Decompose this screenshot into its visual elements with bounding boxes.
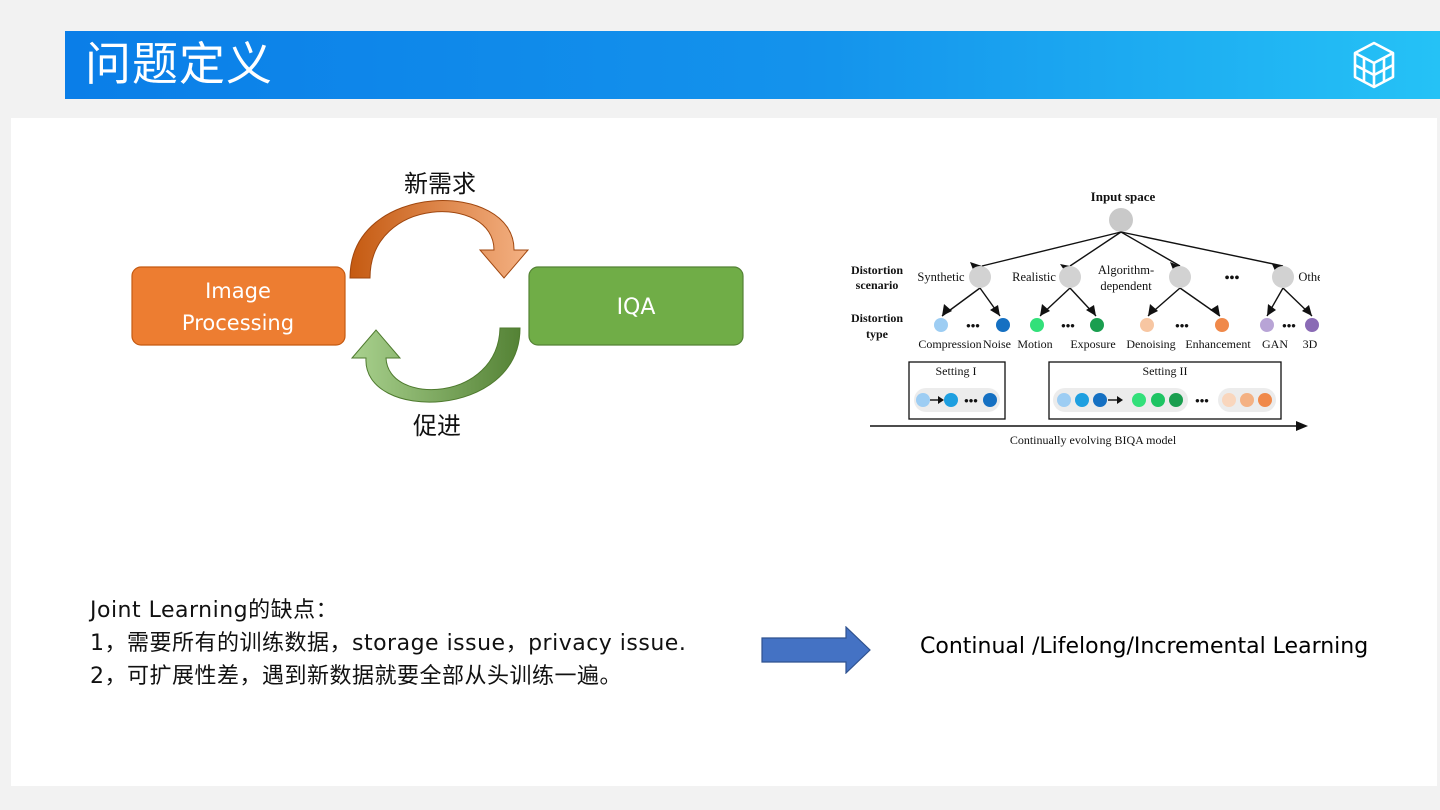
content-panel	[11, 118, 1437, 786]
type-ellipsis-4: •••	[1282, 318, 1296, 333]
row-label-type-2: type	[866, 327, 889, 341]
setting-2-box: Setting II •••	[1048, 361, 1282, 420]
setting-1-box: Setting I •••	[908, 361, 1006, 420]
iqa-box: IQA	[528, 266, 744, 346]
type-ellipsis-3: •••	[1175, 318, 1189, 333]
row-label-scenario-1: Distortion	[851, 263, 903, 277]
promote-label: 促进	[413, 412, 461, 440]
type-noise: Noise	[983, 337, 1011, 351]
right-arrow-icon	[761, 626, 871, 674]
type-exposure: Exposure	[1070, 337, 1115, 351]
notes-point-2: 2，可扩展性差，遇到新数据就要全部从头训练一遍。	[90, 664, 622, 689]
image-processing-label-line1: Image	[205, 279, 271, 303]
others-node	[1272, 266, 1294, 288]
joint-learning-notes: Joint Learning的缺点： 1，需要所有的训练数据，storage i…	[90, 594, 686, 693]
conclusion-text: Continual /Lifelong/Incremental Learning	[920, 634, 1369, 659]
realistic-node	[1059, 266, 1081, 288]
image-processing-label-line2: Processing	[182, 311, 294, 335]
type-node	[1215, 318, 1229, 332]
type-3d: 3D	[1303, 337, 1318, 351]
setting-1-label: Setting I	[936, 364, 977, 378]
scenario-ellipsis: •••	[1225, 271, 1240, 286]
row-label-type-1: Distortion	[851, 311, 903, 325]
biqa-distortion-tree: Input space Distortion scenario	[851, 189, 1320, 447]
scenario-synthetic: Synthetic	[917, 270, 965, 284]
scenario-realistic: Realistic	[1012, 270, 1056, 284]
image-processing-iqa-cycle: Image Processing IQA 新需求 促进	[131, 170, 744, 440]
new-demand-label: 新需求	[404, 170, 476, 198]
scenario-algorithm-2: dependent	[1100, 279, 1152, 293]
notes-point-1: 1，需要所有的训练数据，storage issue，privacy issue.	[90, 631, 687, 656]
iqa-label: IQA	[617, 295, 656, 320]
scenario-others: Others	[1298, 270, 1320, 284]
setting-2-ellipsis: •••	[1195, 393, 1209, 408]
promote-arrow	[350, 327, 521, 403]
notes-heading: Joint Learning的缺点：	[90, 598, 339, 623]
row-label-scenario-2: scenario	[856, 278, 899, 292]
slide-title: 问题定义	[85, 37, 273, 91]
synthetic-node	[969, 266, 991, 288]
axis-label: Continually evolving BIQA model	[1010, 433, 1177, 447]
type-gan: GAN	[1262, 337, 1288, 351]
type-ellipsis-2: •••	[1061, 318, 1075, 333]
type-denoising: Denoising	[1126, 337, 1175, 351]
type-node	[1140, 318, 1154, 332]
scenario-algorithm-1: Algorithm-	[1098, 263, 1154, 277]
type-ellipsis-1: •••	[966, 318, 980, 333]
root-label: Input space	[1091, 189, 1156, 204]
new-demand-arrow	[349, 200, 530, 279]
type-node	[1305, 318, 1319, 332]
type-compression: Compression	[918, 337, 981, 351]
type-node	[1090, 318, 1104, 332]
type-enhancement: Enhancement	[1185, 337, 1251, 351]
algorithm-node	[1169, 266, 1191, 288]
type-node	[934, 318, 948, 332]
type-motion: Motion	[1017, 337, 1052, 351]
setting-1-ellipsis: •••	[964, 393, 978, 408]
header-bar: 问题定义	[65, 31, 1440, 99]
type-node	[996, 318, 1010, 332]
type-node	[1260, 318, 1274, 332]
cube-network-icon	[1353, 41, 1395, 89]
image-processing-box: Image Processing	[131, 266, 346, 346]
type-node	[1030, 318, 1044, 332]
root-node	[1109, 208, 1133, 232]
setting-2-label: Setting II	[1143, 364, 1188, 378]
